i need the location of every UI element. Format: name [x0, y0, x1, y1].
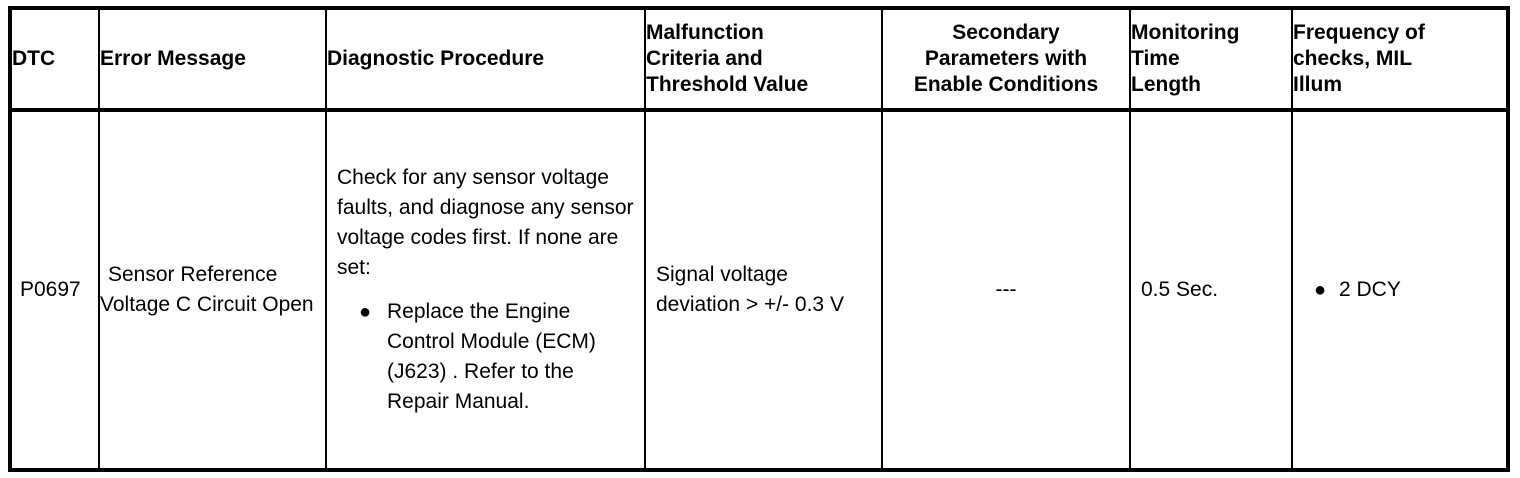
table-body: P0697 Sensor Reference Voltage C Circuit…: [9, 110, 1509, 470]
frequency-bullet-list: ● 2 DCY: [1293, 277, 1506, 303]
column-header-secondary-parameters-line2: Parameters with: [924, 47, 1088, 70]
column-header-malfunction-criteria-line1: Malfunction: [646, 21, 764, 44]
column-header-frequency-of-checks-line2: checks, MIL: [1293, 47, 1413, 70]
header-row: DTC Error Message Diagnostic Procedure M…: [9, 8, 1509, 112]
column-header-secondary-parameters-line3: Enable Conditions: [913, 73, 1099, 96]
cell-error-message: Sensor Reference Voltage C Circuit Open: [98, 110, 327, 470]
list-item: ● 2 DCY: [1293, 277, 1506, 303]
column-header-error-message-line1: Error Message: [100, 47, 246, 70]
table-header: DTC Error Message Diagnostic Procedure M…: [9, 8, 1509, 112]
frequency-bullet-text: 2 DCY: [1339, 278, 1401, 301]
dtc-code-value: P0697: [20, 278, 81, 301]
column-header-monitoring-time-length-line3: Length: [1131, 73, 1201, 96]
column-header-frequency-of-checks-line3: Illum: [1293, 73, 1343, 96]
cell-frequency-of-checks: ● 2 DCY: [1291, 110, 1509, 470]
column-header-diagnostic-procedure: Diagnostic Procedure: [325, 8, 646, 112]
column-header-malfunction-criteria: Malfunction Criteria and Threshold Value: [644, 8, 883, 112]
column-header-dtc: DTC: [9, 8, 100, 112]
list-item: ● Replace the Engine Control Module (ECM…: [327, 297, 644, 417]
dtc-diagnostic-table: DTC Error Message Diagnostic Procedure M…: [8, 6, 1510, 472]
diagnostic-procedure-bullet-text: Replace the Engine Control Module (ECM) …: [387, 300, 596, 413]
bullet-icon: ●: [359, 301, 372, 323]
bullet-icon: ●: [1314, 279, 1327, 301]
cell-malfunction-criteria: Signal voltage deviation > +/- 0.3 V: [644, 110, 883, 470]
column-header-malfunction-criteria-line3: Threshold Value: [646, 73, 809, 96]
column-header-dtc-line1: DTC: [12, 47, 56, 70]
column-header-frequency-of-checks: Frequency of checks, MIL Illum: [1291, 8, 1509, 112]
malfunction-criteria-value: Signal voltage deviation > +/- 0.3 V: [656, 263, 844, 316]
column-header-monitoring-time-length-line2: Time: [1131, 47, 1180, 70]
column-header-malfunction-criteria-line2: Criteria and: [646, 47, 763, 70]
diagnostic-procedure-intro: Check for any sensor voltage faults, and…: [337, 166, 634, 279]
column-header-diagnostic-procedure-line1: Diagnostic Procedure: [327, 47, 545, 70]
cell-monitoring-time-length: 0.5 Sec.: [1129, 110, 1293, 470]
column-header-monitoring-time-length-line1: Monitoring: [1131, 21, 1240, 44]
diagnostic-procedure-bullet-list: ● Replace the Engine Control Module (ECM…: [327, 297, 644, 417]
monitoring-time-length-value: 0.5 Sec.: [1141, 278, 1219, 301]
cell-dtc-code: P0697: [9, 110, 100, 470]
column-header-error-message: Error Message: [98, 8, 327, 112]
secondary-parameters-value: ---: [995, 278, 1017, 301]
column-header-frequency-of-checks-line1: Frequency of: [1293, 21, 1425, 44]
column-header-secondary-parameters: Secondary Parameters with Enable Conditi…: [881, 8, 1131, 112]
column-header-monitoring-time-length: Monitoring Time Length: [1129, 8, 1293, 112]
error-message-value: Sensor Reference Voltage C Circuit Open: [100, 263, 314, 316]
cell-secondary-parameters: ---: [881, 110, 1131, 470]
column-header-secondary-parameters-line1: Secondary: [952, 21, 1060, 44]
table-row: P0697 Sensor Reference Voltage C Circuit…: [9, 110, 1509, 470]
cell-diagnostic-procedure: Check for any sensor voltage faults, and…: [325, 110, 646, 470]
